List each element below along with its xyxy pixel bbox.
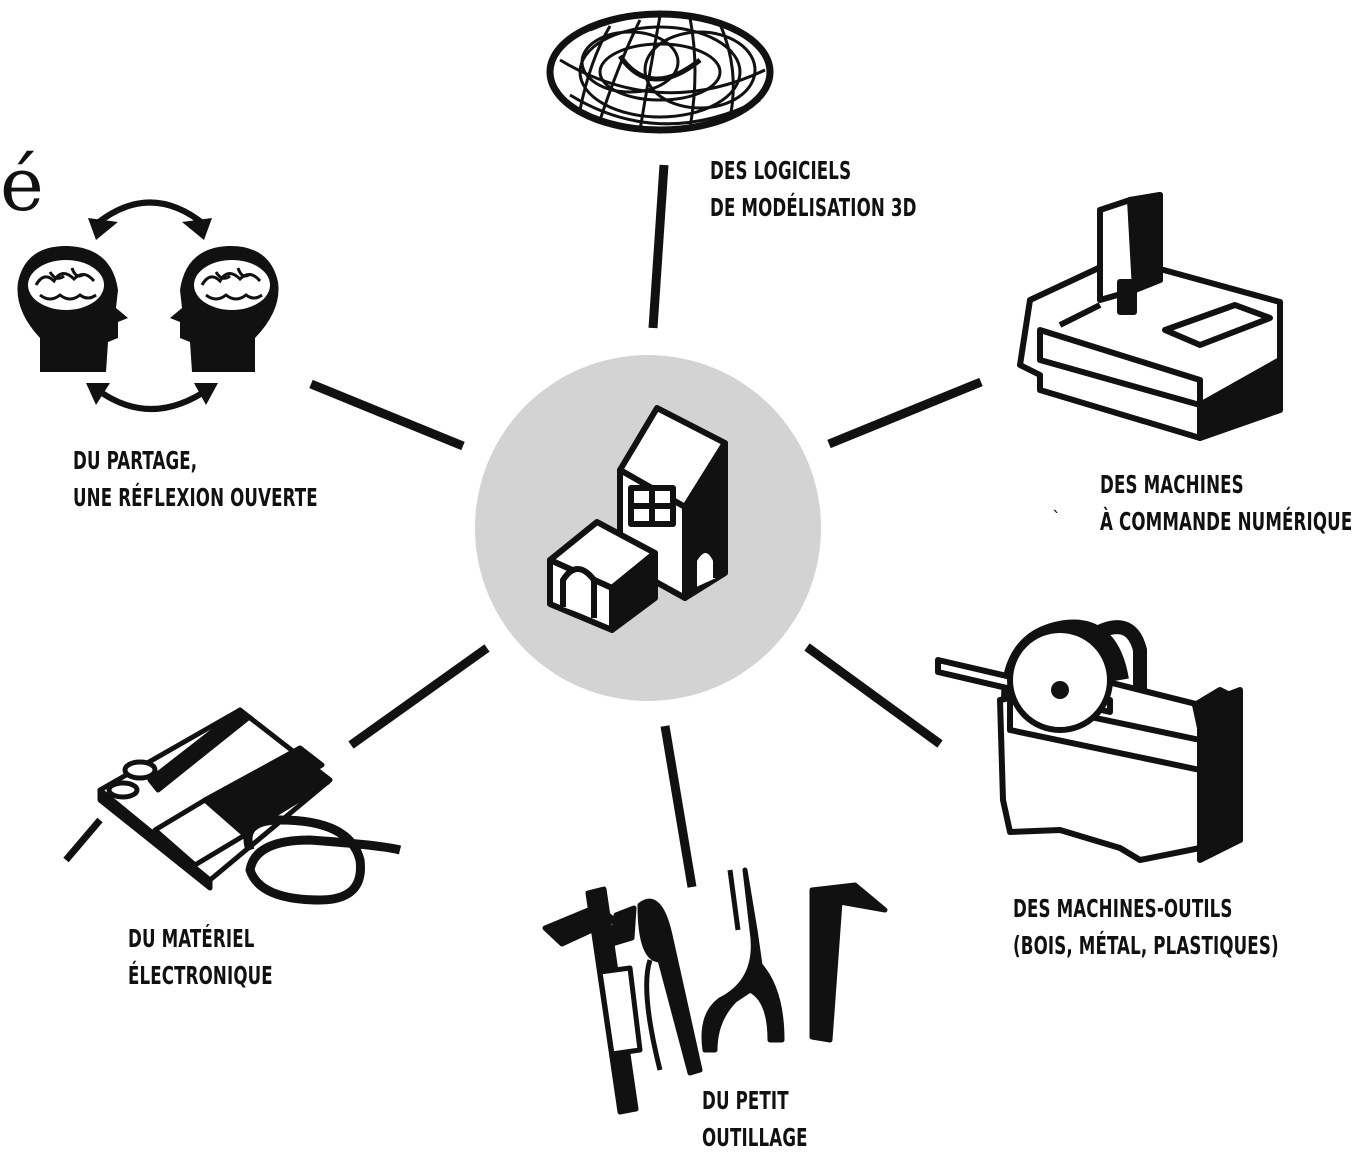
spoke-cnc xyxy=(827,377,983,449)
label-small-tools-line2: OUTILLAGE xyxy=(702,1123,808,1152)
circuit-board-icon xyxy=(63,707,402,905)
spoke-sharing xyxy=(309,379,465,451)
label-electronics-line1: DU MATÉRIEL xyxy=(128,924,255,953)
label-software: DES LOGICIELS DE MODÉLISATION 3D xyxy=(710,152,917,226)
label-tools: DES MACHINES-OUTILS (BOIS, MÉTAL, PLASTI… xyxy=(1013,890,1279,964)
stray-glyph: é xyxy=(0,142,44,228)
label-tools-line1: DES MACHINES-OUTILS xyxy=(1013,894,1233,923)
label-small-tools-line1: DU PETIT xyxy=(702,1086,789,1115)
label-tools-line2: (BOIS, MÉTAL, PLASTIQUES) xyxy=(1013,931,1279,960)
spoke-electronics xyxy=(348,644,490,749)
cnc-machine-icon xyxy=(1017,192,1283,441)
brains-exchange-icon xyxy=(17,199,279,412)
hub xyxy=(475,355,821,701)
stray-mark: ` xyxy=(1052,508,1061,529)
label-electronics: DU MATÉRIEL ÉLECTRONIQUE xyxy=(128,920,273,994)
label-software-line2: DE MODÉLISATION 3D xyxy=(710,193,917,222)
spoke-tools xyxy=(804,643,943,748)
building-icon xyxy=(547,405,728,633)
torus-wireframe-icon xyxy=(546,10,774,134)
label-small-tools: DU PETIT OUTILLAGE xyxy=(702,1082,808,1156)
machine-tool-saw-icon xyxy=(935,619,1243,863)
spoke-software xyxy=(648,164,669,329)
label-cnc-line1: DES MACHINES xyxy=(1100,470,1244,499)
label-software-line1: DES LOGICIELS xyxy=(710,156,852,185)
label-sharing: DU PARTAGE, UNE RÉFLEXION OUVERTE xyxy=(73,442,318,516)
label-sharing-line2: UNE RÉFLEXION OUVERTE xyxy=(73,483,318,512)
label-cnc-line2: À COMMANDE NUMÉRIQUE xyxy=(1100,507,1353,536)
label-sharing-line1: DU PARTAGE, xyxy=(73,446,198,475)
spokes xyxy=(309,164,983,888)
label-electronics-line2: ÉLECTRONIQUE xyxy=(128,961,273,990)
label-cnc: DES MACHINES À COMMANDE NUMÉRIQUE xyxy=(1100,466,1352,540)
spoke-small-tools xyxy=(660,725,697,888)
hand-tools-icon xyxy=(542,867,888,1115)
